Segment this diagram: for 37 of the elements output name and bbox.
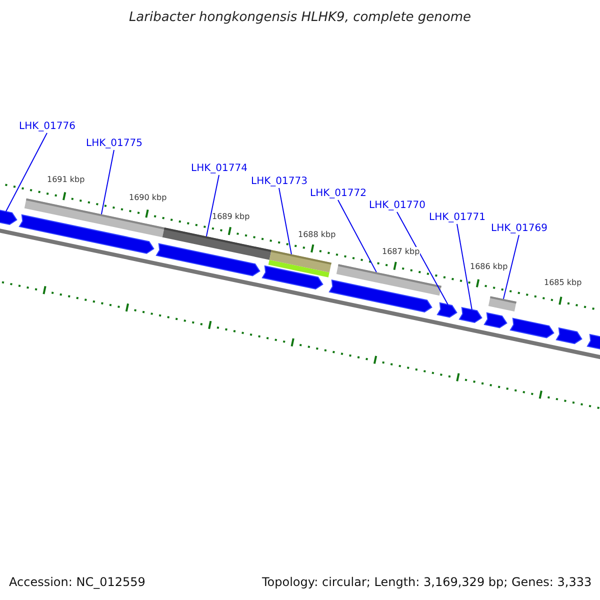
gene-feature [262, 265, 324, 290]
leader-line [5, 132, 48, 212]
scale-label: 1688 kbp [298, 230, 336, 240]
scale-label: 1687 kbp [382, 247, 420, 257]
scale-label: 1691 kbp [47, 175, 85, 185]
gene-feature [586, 334, 600, 352]
gene-label: LHK_01771 [429, 212, 486, 224]
gene-feature [556, 327, 582, 344]
gene-feature [18, 214, 154, 254]
leader-line [206, 174, 220, 237]
gene-label: LHK_01769 [491, 223, 548, 235]
gene-label: LHK_01773 [251, 176, 308, 188]
leader-line [502, 234, 520, 300]
gene-feature [458, 306, 482, 324]
leader-line [100, 150, 114, 215]
gene-label: LHK_01774 [191, 163, 248, 175]
leader-line [456, 224, 472, 310]
scale-label: 1686 kbp [470, 262, 508, 272]
gene-feature [328, 280, 432, 312]
title: Laribacter hongkongensis HLHK9, complete genome [128, 10, 472, 25]
scale-label: 1689 kbp [212, 212, 250, 222]
footer-text: Accession: NC_012559 [9, 575, 146, 589]
gene-label: LHK_01772 [310, 188, 366, 200]
leader-line [338, 200, 377, 273]
gene-label: LHK_01770 [369, 200, 426, 212]
leader-line [278, 188, 292, 255]
gene-feature [484, 312, 508, 328]
scale-label: 1685 kbp [544, 278, 582, 288]
footer-text: Topology: circular; Length: 3,169,329 bp; Genes: 3,333 [262, 575, 592, 589]
leader-line [396, 212, 448, 306]
gene-feature [436, 302, 458, 318]
gene-label: LHK_01776 [19, 121, 76, 133]
gene-feature [156, 243, 260, 276]
gene-label: LHK_01775 [86, 138, 142, 150]
gene-feature [0, 207, 18, 226]
feature-bar [488, 296, 516, 312]
scale-label: 1690 kbp [129, 193, 167, 203]
